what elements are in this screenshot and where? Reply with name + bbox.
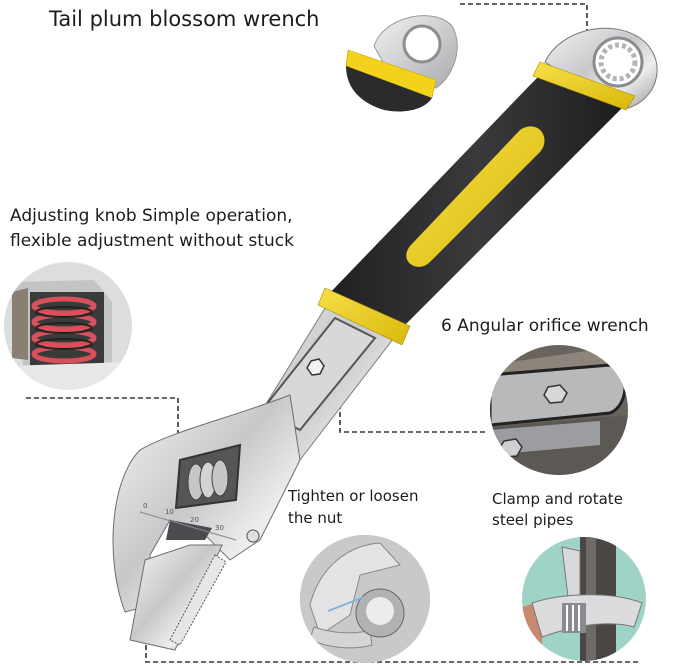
label-angular-orifice-wrench: 6 Angular orifice wrench <box>441 316 649 336</box>
svg-text:10: 10 <box>165 508 174 516</box>
guide-line-knob <box>26 397 179 480</box>
guide-line-orifice <box>339 388 488 433</box>
jaw-scale: 0 10 20 30 <box>139 502 237 541</box>
adjusting-knob-detail-image <box>4 262 132 390</box>
label-adjusting-knob-line1: Adjusting knob Simple operation, <box>10 206 293 226</box>
label-adjusting-knob-line2: flexible adjustment without stuck <box>10 231 294 251</box>
hex-hole-large <box>306 358 325 376</box>
svg-text:20: 20 <box>190 516 199 524</box>
guide-line-tail <box>460 3 588 42</box>
tighten-nut-detail-image <box>300 535 430 663</box>
label-tighten-line2: the nut <box>288 509 343 527</box>
tail-plum-inset-image <box>345 15 458 112</box>
label-clamp-line2: steel pipes <box>492 511 574 529</box>
tail-ring-end <box>544 27 658 109</box>
svg-text:30: 30 <box>215 524 224 532</box>
label-clamp-line1: Clamp and rotate <box>492 490 623 508</box>
svg-text:0: 0 <box>143 502 147 510</box>
clamp-pipe-detail-image <box>522 537 646 661</box>
angular-orifice-detail-image <box>490 345 628 475</box>
label-tighten-line1: Tighten or loosen <box>288 487 419 505</box>
label-tail-plum-blossom-wrench: Tail plum blossom wrench <box>49 7 320 31</box>
